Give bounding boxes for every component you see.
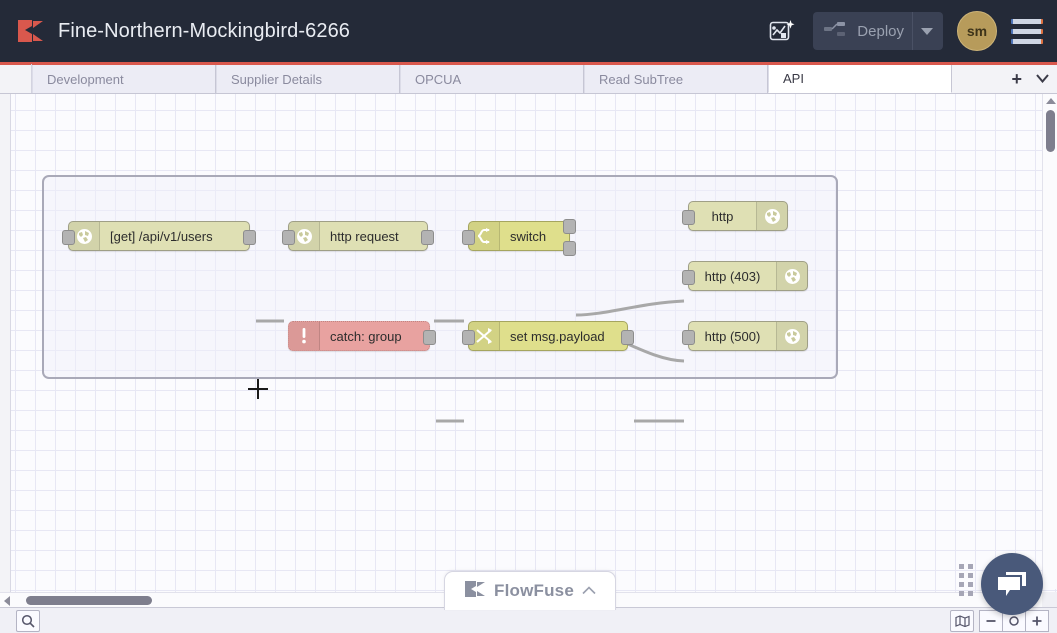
chat-bubble-icon[interactable] — [981, 553, 1043, 615]
node-output-port-1[interactable] — [563, 219, 576, 234]
ai-flow-generate-icon[interactable] — [765, 14, 799, 48]
header-accent-bar — [0, 62, 1057, 65]
node-input-port[interactable] — [682, 210, 695, 225]
vertical-scrollbar-thumb[interactable] — [1046, 110, 1055, 152]
header-left: Fine-Northern-Mockingbird-6266 — [16, 18, 765, 44]
node-catch-group[interactable]: catch: group — [288, 321, 436, 351]
node-http-request[interactable]: http request — [282, 221, 434, 251]
node-output-port[interactable] — [421, 230, 434, 245]
deploy-button-label: Deploy — [857, 22, 904, 40]
page-title: Fine-Northern-Mockingbird-6266 — [58, 19, 351, 42]
zoom-out-minus-icon[interactable] — [979, 609, 1003, 632]
node-input-port[interactable] — [682, 330, 695, 345]
node-output-port[interactable] — [423, 330, 436, 345]
zoom-in-plus-icon[interactable] — [1025, 609, 1049, 632]
search-icon[interactable] — [16, 609, 40, 632]
map-navigator-icon[interactable] — [950, 609, 974, 632]
globe-icon — [756, 202, 787, 230]
flow-canvas[interactable]: [get] /api/v1/users http request switch — [0, 94, 1057, 607]
avatar[interactable]: sm — [957, 11, 997, 51]
tab-bar-actions: + — [1003, 64, 1057, 93]
node-input-port[interactable] — [282, 230, 295, 245]
node-http-response-200[interactable]: http — [682, 201, 788, 231]
scroll-left-arrow-icon[interactable] — [4, 596, 10, 606]
node-set-msg-payload[interactable]: set msg.payload — [462, 321, 634, 351]
add-flow-plus-icon[interactable]: + — [1011, 68, 1022, 89]
globe-icon — [776, 322, 807, 350]
deploy-options-chevron-down-icon[interactable] — [912, 12, 941, 50]
node-http-response-403[interactable]: http (403) — [682, 261, 808, 291]
chevron-up-icon[interactable] — [582, 582, 596, 600]
zoom-controls — [950, 609, 1049, 632]
node-input-port[interactable] — [62, 230, 75, 245]
vertical-scrollbar[interactable] — [1042, 94, 1057, 589]
flowfuse-logo-icon — [464, 579, 486, 604]
node-switch[interactable]: switch — [462, 219, 576, 256]
horizontal-scrollbar-thumb[interactable] — [26, 596, 152, 605]
node-http-response-500[interactable]: http (500) — [682, 321, 808, 351]
node-label: catch: group — [330, 328, 402, 344]
globe-icon — [776, 262, 807, 290]
header-right: Deploy sm — [765, 11, 1043, 51]
flowfuse-badge-label: FlowFuse — [494, 581, 574, 600]
tab-bar-gutter — [0, 64, 32, 93]
node-output-port[interactable] — [621, 330, 634, 345]
node-http-in[interactable]: [get] /api/v1/users — [62, 221, 256, 251]
status-bar — [0, 607, 1057, 633]
status-bar-right — [950, 609, 1057, 632]
node-input-port[interactable] — [462, 230, 475, 245]
node-label: set msg.payload — [510, 328, 605, 344]
deploy-nodes-icon — [823, 19, 849, 44]
node-output-port-2[interactable] — [563, 241, 576, 256]
tab-opcua[interactable]: OPCUA — [400, 65, 584, 93]
flowfuse-badge[interactable]: FlowFuse — [444, 571, 616, 610]
canvas-left-gutter — [0, 94, 11, 607]
node-label: http request — [330, 228, 399, 244]
node-label: http (500) — [704, 328, 761, 344]
flowfuse-logo-icon — [16, 18, 44, 44]
node-label: http (403) — [704, 268, 761, 284]
drag-dots-icon[interactable] — [959, 563, 973, 597]
tab-read-subtree[interactable]: Read SubTree — [584, 65, 768, 93]
tab-supplier-details[interactable]: Supplier Details — [216, 65, 400, 93]
node-input-port[interactable] — [462, 330, 475, 345]
scrollbar-corner — [1042, 592, 1057, 607]
node-label: [get] /api/v1/users — [110, 228, 213, 244]
node-label: switch — [510, 228, 547, 244]
deploy-button[interactable]: Deploy — [813, 12, 943, 50]
scroll-up-arrow-icon[interactable] — [1046, 98, 1056, 104]
node-label: http — [711, 208, 734, 224]
tab-development[interactable]: Development — [32, 65, 216, 93]
app-header: Fine-Northern-Mockingbird-6266 — [0, 0, 1057, 62]
tab-api[interactable]: API — [768, 65, 952, 93]
flow-list-chevron-down-icon[interactable] — [1036, 70, 1049, 88]
hamburger-menu-icon[interactable] — [1011, 15, 1043, 47]
status-bar-left — [0, 609, 40, 632]
node-input-port[interactable] — [682, 270, 695, 285]
warning-icon — [289, 322, 320, 350]
flow-tab-bar: Development Supplier Details OPCUA Read … — [0, 64, 1057, 94]
node-output-port[interactable] — [243, 230, 256, 245]
